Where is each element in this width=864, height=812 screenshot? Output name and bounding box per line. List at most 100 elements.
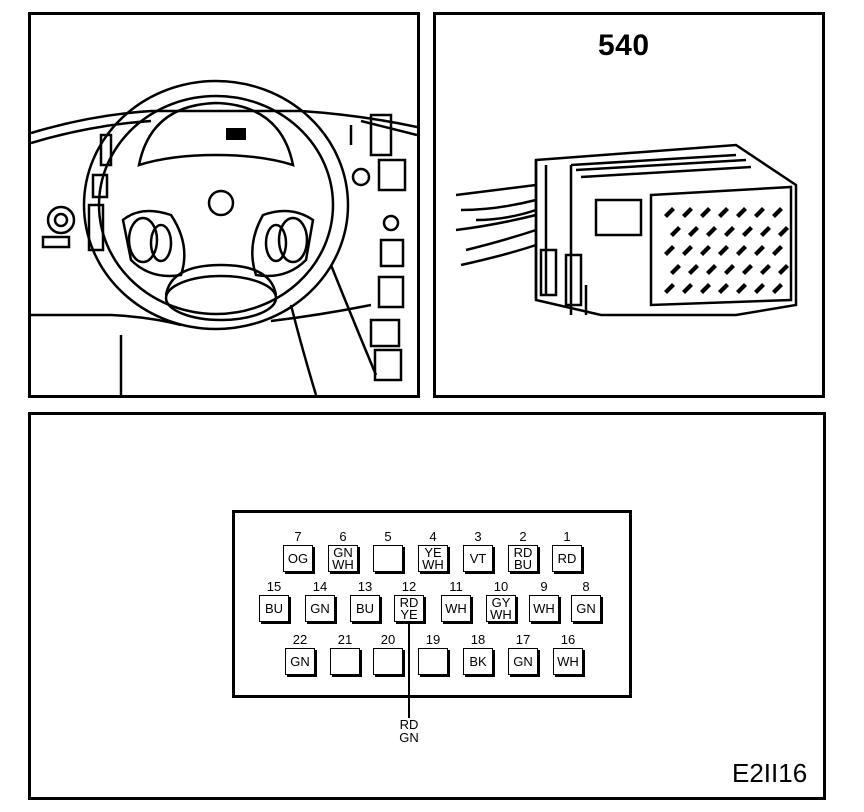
connector-cavity [778,264,789,275]
wire-color-label: BU [513,556,533,572]
connector-face-outline [232,510,632,698]
figure-id: E2II16 [732,758,808,788]
wire-color-label: WH [422,556,444,572]
connector-cavity [718,245,729,256]
connector-cavity [664,245,675,256]
wire-color-label: BU [264,600,284,616]
pin-number: 3 [474,529,482,544]
connector-cavity [706,264,717,275]
pin-number: 16 [560,632,576,647]
pin-number: 20 [380,632,396,647]
wire-color-label: WH [533,600,555,616]
wire-color-label: GN [333,544,353,560]
connector-cavity [700,245,711,256]
connector-illustration [455,143,798,317]
pin-number: 10 [493,579,509,594]
pin-1-cavity: RD [552,545,582,572]
wire-color-label: RD [557,550,577,566]
pin-21-cavity [330,648,360,675]
pin-number: 2 [519,529,527,544]
pin-number: 7 [294,529,302,544]
pin-13-cavity: BU [350,595,380,622]
connector-cavity [670,264,681,275]
pin-number: 15 [266,579,282,594]
pin-7-cavity: OG [283,545,313,572]
pin-20-cavity [373,648,403,675]
wire-color-label: YE [400,606,418,622]
connector-cavity [736,245,747,256]
pin-number: 5 [384,529,392,544]
connector-cavity [688,264,699,275]
pin-16-cavity: WH [553,648,583,675]
pin-9-cavity: WH [529,595,559,622]
pin-number: 6 [339,529,347,544]
connector-cavity [682,283,693,294]
wire-color-label: WH [445,600,467,616]
connector-view-panel: 540 [433,12,825,398]
connector-cavity [754,283,765,294]
wire-color-label: VT [469,550,487,566]
pin-number: 8 [582,579,590,594]
wire-color-label: WH [332,556,354,572]
wire-color-label: GY [491,594,511,610]
pin-number: 14 [312,579,328,594]
splice-wire-2: GN [399,730,419,745]
pin-assignment-panel [28,412,826,800]
wire-color-label: RD [513,544,533,560]
wire-color-label: WH [557,653,579,669]
connector-cavity [760,264,771,275]
wire-color-label: GN [310,600,330,616]
pin-3-cavity: VT [463,545,493,572]
wire-color-label: RD [399,594,419,610]
wire-color-label: BU [355,600,375,616]
connector-cavity [760,226,771,237]
steering-wheel-view-panel [28,12,420,398]
connector-cavity [736,283,747,294]
connector-cavity [772,283,783,294]
connector-cavity [754,207,765,218]
pin-15-cavity: BU [259,595,289,622]
pin-14-cavity: GN [305,595,335,622]
connector-cavity [664,207,675,218]
connector-cavity [736,207,747,218]
pin-19-cavity [418,648,448,675]
pin-number: 19 [425,632,441,647]
pin-number: 12 [401,579,417,594]
pin-17-cavity: GN [508,648,538,675]
connector-cavity [778,226,789,237]
splice-wire-1: RD [399,717,419,732]
splice-wire-label: RD GN [390,718,428,744]
connector-cavity [700,283,711,294]
splice-lead-line [408,622,410,718]
connector-cavity [742,264,753,275]
connector-cavity [700,207,711,218]
connector-cavity [706,226,717,237]
wire-color-label: GN [513,653,533,669]
pin-22-cavity: GN [285,648,315,675]
pin-8-cavity: GN [571,595,601,622]
wire-color-label: OG [287,550,309,566]
connector-code: 540 [598,29,650,62]
connector-cavity [772,245,783,256]
connector-cavity [742,226,753,237]
connector-cavity [688,226,699,237]
connector-cavity [724,226,735,237]
pin-5-cavity [373,545,403,572]
pin-number: 21 [337,632,353,647]
pin-number: 18 [470,632,486,647]
wire-color-label: BK [469,653,487,669]
pin-number: 1 [563,529,571,544]
pin-number: 9 [540,579,548,594]
connector-cavity [670,226,681,237]
pin-number: 22 [292,632,308,647]
connector-cavity [772,207,783,218]
pin-number: 11 [449,579,463,594]
pin-number: 13 [357,579,373,594]
pin-number: 4 [429,529,437,544]
connector-cavity [664,283,675,294]
